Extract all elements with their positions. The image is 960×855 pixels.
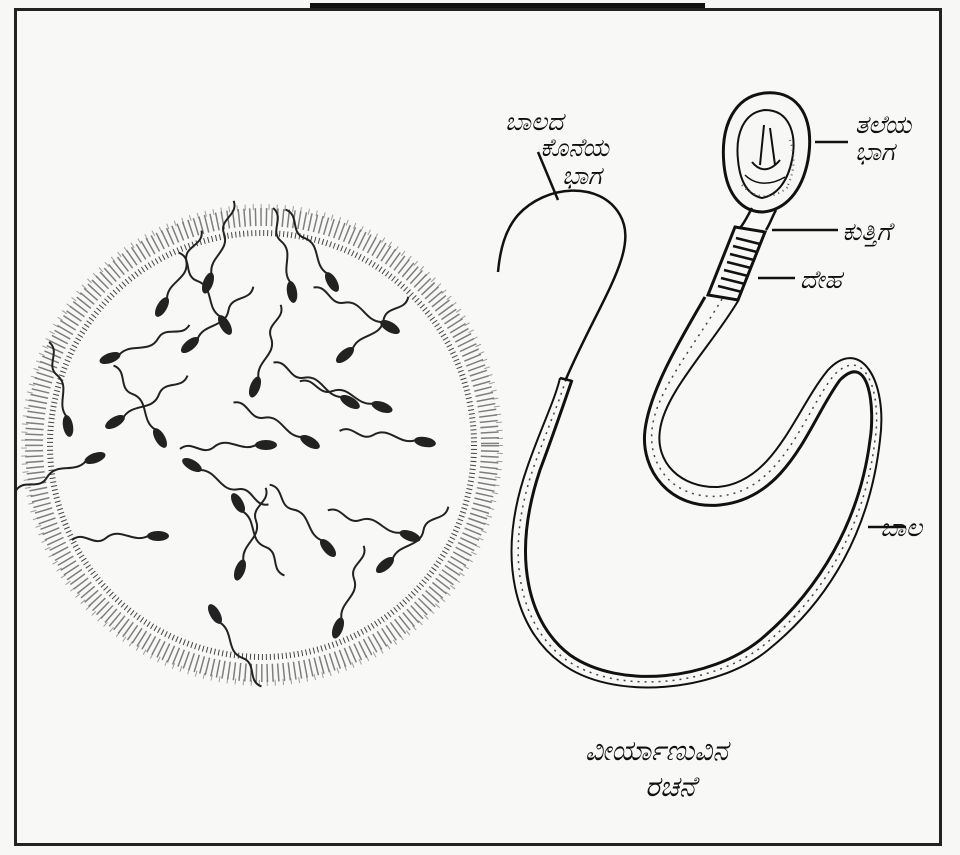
small-sperm bbox=[72, 531, 169, 541]
small-sperm bbox=[246, 304, 289, 399]
label-head-line1: ತಲೆಯ bbox=[855, 110, 913, 139]
small-sperm bbox=[103, 375, 192, 432]
label-tail-end-line3: ಭಾಗ bbox=[562, 161, 605, 190]
small-sperm bbox=[113, 361, 170, 450]
caption-line2: ರಚನೆ bbox=[645, 770, 701, 803]
small-sperm bbox=[48, 340, 75, 437]
small-sperm bbox=[327, 502, 422, 545]
sperm-swarm bbox=[12, 200, 454, 691]
caption-line1: ವೀರ್ಯಾಣುವಿನ bbox=[585, 734, 731, 767]
small-sperm bbox=[285, 205, 342, 294]
label-tail-end-line2: ಕೊನೆಯ bbox=[540, 133, 610, 162]
small-sperm bbox=[269, 479, 339, 560]
sperm-tail-inner bbox=[512, 301, 882, 687]
small-sperm bbox=[339, 422, 436, 449]
label-body: ದೇಹ bbox=[800, 265, 844, 294]
small-sperm bbox=[273, 355, 362, 412]
sperm-detail-illustration bbox=[498, 93, 881, 688]
small-sperm bbox=[329, 545, 372, 640]
label-head-line2: ಭಾಗ bbox=[855, 137, 898, 166]
small-sperm bbox=[180, 440, 277, 450]
leader-lines bbox=[538, 142, 906, 527]
small-sperm bbox=[180, 455, 269, 512]
label-tail: ಬಾಲ bbox=[880, 513, 924, 542]
small-sperm bbox=[333, 296, 414, 366]
small-sperm bbox=[313, 280, 402, 337]
part-labels: ಬಾಲದ ಕೊನೆಯ ಭಾಗ ತಲೆಯ ಭಾಗ ಕುತ್ತಿಗೆ ದೇಹ ಬಾಲ… bbox=[505, 107, 924, 803]
small-sperm bbox=[233, 395, 322, 452]
small-sperm bbox=[98, 324, 193, 367]
semen-droplet-illustration bbox=[12, 200, 500, 691]
label-tail-end-line1: ಬಾಲದ bbox=[505, 107, 566, 136]
label-neck: ಕುತ್ತಿಗೆ bbox=[842, 217, 895, 247]
sperm-tail-end-piece bbox=[498, 191, 625, 379]
